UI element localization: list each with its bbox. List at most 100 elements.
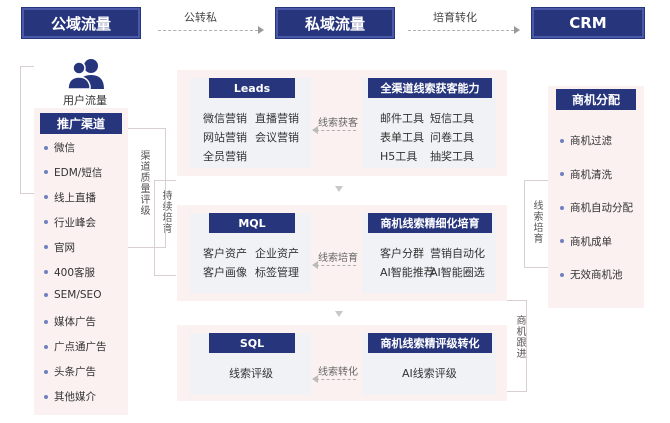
right-connector-2 bbox=[507, 300, 527, 392]
mql-flow-line bbox=[316, 265, 356, 266]
leads-capability-item: H5工具 bbox=[380, 150, 418, 163]
bullet-icon bbox=[560, 239, 564, 243]
sql-stage-tag: SQL bbox=[209, 333, 295, 353]
mql-capability-tag: 商机线索精细化培育 bbox=[368, 213, 492, 233]
lead-nurture-vertical-label: 线索培育 bbox=[531, 200, 542, 244]
channel-item-label: 行业峰会 bbox=[54, 216, 96, 229]
mql-stage-item: 客户画像 bbox=[203, 266, 247, 279]
leads-stage-item: 会议营销 bbox=[255, 131, 299, 144]
bullet-icon bbox=[44, 394, 48, 399]
mql-stage-item: 标签管理 bbox=[255, 266, 299, 279]
mql-capability-item: AI智能推荐 bbox=[380, 266, 435, 279]
channel-item: 400客服 bbox=[44, 265, 95, 280]
sql-capability-tag: 商机线索精评级转化 bbox=[368, 333, 492, 353]
mql-flow-arrow-icon bbox=[312, 261, 318, 269]
opportunity-item-label: 商机自动分配 bbox=[570, 202, 633, 214]
channel-item-label: 官网 bbox=[54, 241, 75, 254]
leads-capability-item: 问卷工具 bbox=[430, 131, 474, 144]
bullet-icon bbox=[560, 272, 564, 277]
opportunity-item: 商机过滤 bbox=[560, 133, 612, 148]
bullet-icon bbox=[44, 344, 48, 349]
mql-stage-item: 企业资产 bbox=[255, 247, 299, 260]
arrow-head-1 bbox=[258, 26, 264, 34]
public-traffic-header: 公域流量 bbox=[22, 8, 140, 38]
channel-item: 广点通广告 bbox=[44, 339, 107, 354]
opportunity-panel bbox=[548, 86, 644, 308]
leads-stage-tag: Leads bbox=[209, 78, 295, 98]
sql-stage-item: 线索评级 bbox=[229, 367, 273, 380]
crm-header: CRM bbox=[532, 8, 644, 38]
bullet-icon bbox=[560, 138, 564, 143]
leads-flow-arrow-icon bbox=[312, 126, 318, 134]
channel-item: 行业峰会 bbox=[44, 215, 96, 230]
channel-item: 媒体广告 bbox=[44, 314, 96, 329]
arrow-line-1 bbox=[158, 30, 258, 31]
bullet-icon bbox=[44, 170, 48, 175]
leads-flow-label: 线索获客 bbox=[318, 118, 358, 129]
channel-item-label: 媒体广告 bbox=[54, 316, 96, 329]
bullet-icon bbox=[44, 369, 48, 374]
nurture-connector bbox=[154, 180, 176, 276]
user-traffic-label: 用户流量 bbox=[63, 94, 107, 107]
nurture-convert-label: 培育转化 bbox=[433, 11, 477, 24]
leads-stage-item: 微信营销 bbox=[203, 112, 247, 125]
opportunity-item: 商机成单 bbox=[560, 234, 612, 249]
leads-capability-item: 表单工具 bbox=[380, 131, 424, 144]
opportunity-item-label: 商机清洗 bbox=[570, 168, 612, 181]
row-down-arrow-icon bbox=[335, 311, 343, 317]
opportunity-item-label: 商机成单 bbox=[570, 235, 612, 248]
leads-stage-item: 网站营销 bbox=[203, 131, 247, 144]
channel-panel bbox=[34, 108, 128, 415]
opportunity-allocation-title: 商机分配 bbox=[556, 89, 636, 110]
channel-item-label: EDM/短信 bbox=[54, 166, 103, 179]
leads-flow-line bbox=[316, 130, 356, 131]
bullet-icon bbox=[44, 319, 48, 324]
leads-capability-item: 短信工具 bbox=[430, 112, 474, 125]
channel-item-label: SEM/SEO bbox=[54, 289, 102, 302]
sql-capability-item: AI线索评级 bbox=[402, 367, 457, 380]
leads-capability-tag: 全渠道线索获客能力 bbox=[368, 78, 492, 98]
mql-capability-item: 营销自动化 bbox=[430, 247, 485, 260]
opportunity-item-label: 商机过滤 bbox=[570, 135, 612, 147]
channel-item-label: 头条广告 bbox=[54, 366, 96, 379]
channel-item: 官网 bbox=[44, 240, 75, 255]
leads-stage-item: 全员营销 bbox=[203, 150, 247, 163]
left-connector bbox=[20, 66, 34, 194]
bullet-icon bbox=[44, 195, 48, 200]
bullet-icon bbox=[44, 245, 48, 250]
leads-capability-item: 邮件工具 bbox=[380, 112, 424, 125]
mql-stage-tag: MQL bbox=[209, 213, 295, 233]
channel-item: 其他媒介 bbox=[44, 389, 96, 404]
public-to-private-label: 公转私 bbox=[184, 11, 217, 24]
bullet-icon bbox=[44, 220, 48, 225]
channel-item-label: 广点通广告 bbox=[54, 341, 107, 354]
user-group-icon bbox=[67, 59, 104, 90]
bullet-icon bbox=[44, 270, 48, 274]
bullet-icon bbox=[44, 145, 48, 150]
channel-item-label: 400客服 bbox=[54, 266, 96, 279]
channel-title: 推广渠道 bbox=[40, 113, 122, 134]
bullet-icon bbox=[560, 205, 564, 210]
sql-flow-line bbox=[316, 379, 356, 380]
channel-item-label: 线上直播 bbox=[54, 191, 96, 204]
sql-flow-arrow-icon bbox=[312, 375, 318, 383]
mql-capability-item: AI智能圈选 bbox=[430, 266, 485, 279]
row-down-arrow-icon bbox=[335, 186, 343, 192]
quality-connector bbox=[128, 128, 166, 248]
channel-item: 线上直播 bbox=[44, 190, 96, 205]
opportunity-followup-label: 商机跟进 bbox=[514, 315, 525, 359]
channel-item: SEM/SEO bbox=[44, 289, 101, 301]
leads-capability-item: 抽奖工具 bbox=[430, 150, 474, 163]
mql-flow-label: 线索培育 bbox=[318, 253, 358, 264]
channel-item: 头条广告 bbox=[44, 364, 96, 379]
opportunity-item: 商机清洗 bbox=[560, 167, 612, 182]
channel-item: 微信 bbox=[44, 140, 75, 155]
mql-capability-item: 客户分群 bbox=[380, 247, 424, 260]
channel-item: EDM/短信 bbox=[44, 165, 102, 180]
private-traffic-header: 私域流量 bbox=[276, 8, 394, 38]
bullet-icon bbox=[560, 172, 564, 176]
bullet-icon bbox=[44, 293, 48, 298]
arrow-head-2 bbox=[514, 26, 520, 34]
channel-item-label: 微信 bbox=[54, 142, 75, 154]
channel-quality-rating-label: 渠道质量评级 bbox=[138, 150, 149, 216]
